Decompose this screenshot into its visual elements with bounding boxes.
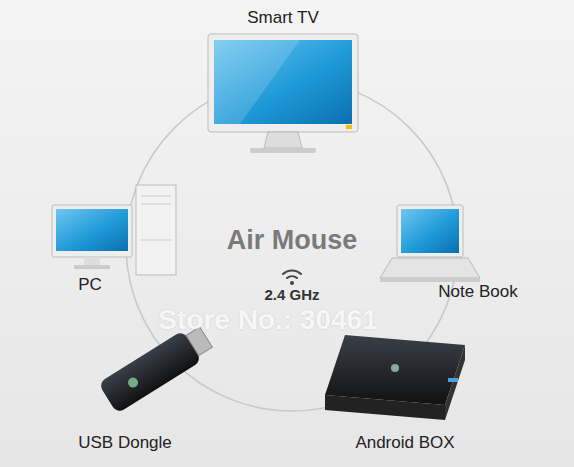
device-label: PC xyxy=(78,275,102,295)
device-label: Android BOX xyxy=(355,433,454,453)
frequency-label: 2.4 GHz xyxy=(126,286,458,303)
device-label: USB Dongle xyxy=(78,433,172,453)
device-label: Smart TV xyxy=(247,8,318,28)
watermark: Store No.: 30461 xyxy=(158,304,377,336)
product-name: Air Mouse xyxy=(126,225,458,256)
device-label: Note Book xyxy=(438,282,517,302)
hub-circle: Air Mouse 2.4 GHz xyxy=(126,79,458,411)
